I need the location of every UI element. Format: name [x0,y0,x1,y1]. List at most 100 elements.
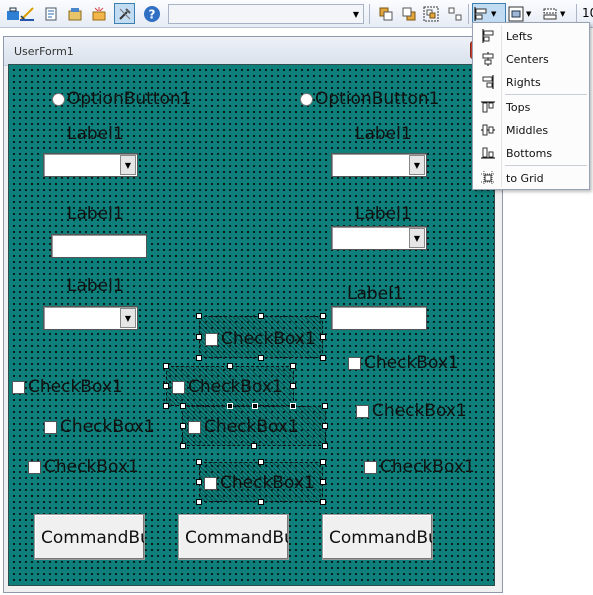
send-to-back-button[interactable] [398,3,419,24]
resize-handle[interactable] [196,499,202,505]
make-same-size-dropdown[interactable]: ▼ [542,3,574,24]
tab-order-button[interactable] [16,3,37,24]
text-box[interactable] [51,234,147,258]
label-control[interactable]: Label1 [67,204,124,224]
menu-item-align-to-grid[interactable]: to Grid [474,167,588,189]
help-icon: ? [143,5,160,22]
resize-handle[interactable] [290,383,296,389]
label-control[interactable]: Label1 [67,124,124,144]
resize-handle[interactable] [196,355,202,361]
resize-handle[interactable] [252,403,258,409]
check-box[interactable]: CheckBox1 [364,457,475,477]
design-mode-button[interactable] [114,3,135,24]
resize-handle[interactable] [258,459,264,465]
combo-box[interactable]: ▼ [43,306,138,330]
group-button[interactable] [420,3,441,24]
resize-handle[interactable] [251,443,257,449]
menu-item-align-lefts[interactable]: Lefts [474,25,588,47]
resize-handle[interactable] [196,334,202,340]
menu-item-label: Middles [506,123,549,137]
check-box[interactable]: CheckBox1 [356,401,467,421]
combo-box[interactable]: ▼ [331,226,427,250]
resize-handle[interactable] [290,363,296,369]
text-box[interactable] [331,306,427,330]
resize-handle[interactable] [322,423,328,429]
option-button[interactable]: OptionButton1 [52,89,192,109]
resize-handle[interactable] [196,459,202,465]
resize-handle[interactable] [258,313,264,319]
resize-handle[interactable] [320,334,326,340]
tab-order-icon [19,6,34,21]
object-browser-button[interactable] [64,3,85,24]
svg-text:?: ? [148,7,155,21]
check-box[interactable]: CheckBox1 [204,473,315,493]
check-box[interactable]: CheckBox1 [44,417,155,437]
chevron-down-icon[interactable]: ▼ [352,9,360,19]
command-button[interactable]: CommandBu [34,514,145,560]
resize-handle[interactable] [180,443,186,449]
command-button[interactable]: CommandBu [178,514,289,560]
resize-handle[interactable] [320,499,326,505]
check-box[interactable]: CheckBox1 [348,353,459,373]
check-box[interactable]: CheckBox1 [172,377,283,397]
chevron-down-icon[interactable]: ▼ [120,308,136,328]
resize-handle[interactable] [163,383,169,389]
menu-item-align-centers[interactable]: Centers [474,48,588,70]
resize-handle[interactable] [180,403,186,409]
label-control[interactable]: Label1 [67,276,124,296]
align-tops-icon [481,101,495,113]
resize-handle[interactable] [258,355,264,361]
resize-handle[interactable] [320,479,326,485]
resize-handle[interactable] [320,313,326,319]
check-box-label: CheckBox1 [188,377,283,397]
toolbox-button[interactable] [2,3,23,24]
menu-item-align-middles[interactable]: Middles [474,119,588,141]
properties-button[interactable] [40,3,61,24]
chevron-down-icon[interactable]: ▼ [409,155,425,175]
toolbar-separator [468,4,469,24]
checkbox-square-icon [204,476,217,490]
send-to-back-icon [402,7,415,20]
resize-handle[interactable] [163,403,169,409]
option-button[interactable]: OptionButton1 [300,89,440,109]
menu-item-align-bottoms[interactable]: Bottoms [474,142,588,164]
project-explorer-button[interactable] [88,3,109,24]
ungroup-button[interactable] [444,3,465,24]
resize-handle[interactable] [163,363,169,369]
checkbox-square-icon [44,420,57,434]
userform-title-bar[interactable]: UserForm1 [4,37,502,66]
chevron-down-icon[interactable]: ▼ [120,155,136,175]
chevron-down-icon[interactable]: ▼ [409,228,425,248]
resize-handle[interactable] [196,313,202,319]
center-in-form-dropdown[interactable]: ▼ [508,3,538,24]
help-button[interactable]: ? [141,3,162,24]
check-box[interactable]: CheckBox1 [188,417,299,437]
resize-handle[interactable] [227,363,233,369]
checkbox-square-icon [172,380,185,394]
resize-handle[interactable] [227,403,233,409]
resize-handle[interactable] [180,423,186,429]
align-dropdown-button[interactable]: ▼ [472,3,506,24]
toolbar-combo[interactable]: ▼ [168,4,364,24]
check-box[interactable]: CheckBox1 [205,329,316,349]
object-browser-icon [68,7,81,20]
menu-item-align-tops[interactable]: Tops [474,96,588,118]
resize-handle[interactable] [320,355,326,361]
combo-box[interactable]: ▼ [43,153,138,177]
resize-handle[interactable] [258,499,264,505]
label-control[interactable]: Label1 [347,284,404,304]
command-button[interactable]: CommandBu [322,514,433,560]
checkbox-square-icon [12,380,25,394]
resize-handle[interactable] [322,443,328,449]
combo-box[interactable]: ▼ [331,153,427,177]
label-control[interactable]: Label1 [355,204,412,224]
resize-handle[interactable] [322,403,328,409]
resize-handle[interactable] [320,459,326,465]
label-control[interactable]: Label1 [355,124,412,144]
menu-item-align-rights[interactable]: Rights [474,71,588,93]
resize-handle[interactable] [290,403,296,409]
check-box[interactable]: CheckBox1 [12,377,123,397]
resize-handle[interactable] [196,479,202,485]
bring-to-front-button[interactable] [375,3,396,24]
check-box[interactable]: CheckBox1 [28,457,139,477]
